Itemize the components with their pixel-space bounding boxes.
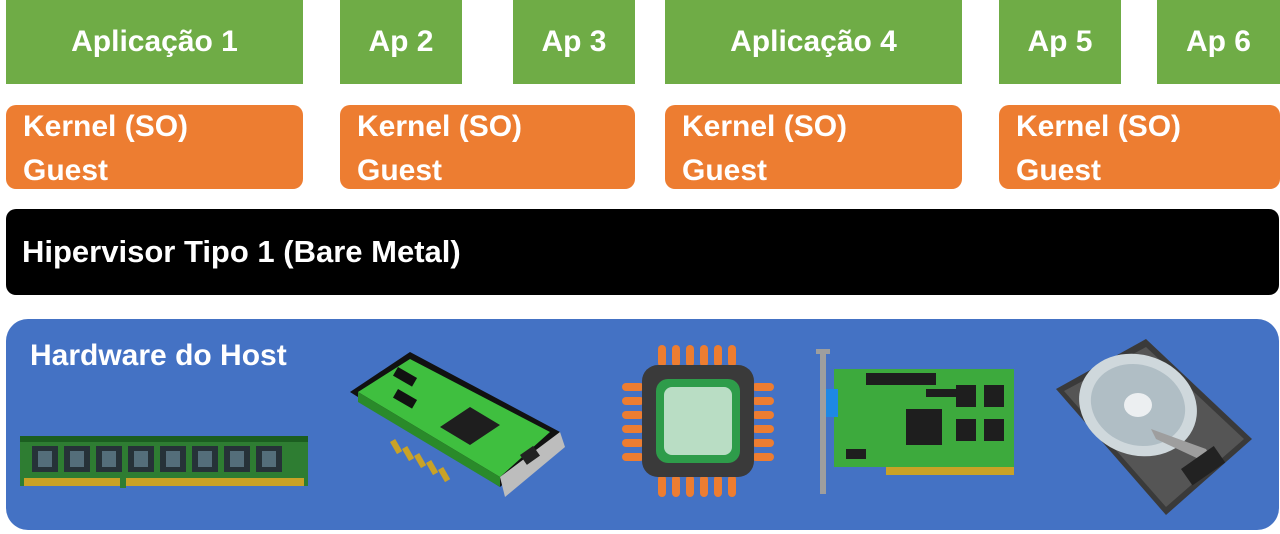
cpu-chip-icon (622, 345, 774, 497)
hard-disk-icon (1056, 339, 1252, 515)
guest-kernel-box-3: Kernel (SO) Guest (665, 105, 962, 189)
hypervisor-label: Hipervisor Tipo 1 (Bare Metal) (22, 234, 461, 269)
application-box-6: Ap 6 (1157, 0, 1280, 84)
guest-label: Guest (682, 154, 768, 187)
expansion-card-icon (816, 349, 1014, 494)
host-hardware-panel: Hardware do Host (6, 319, 1279, 530)
kernel-label: Kernel (SO) (23, 110, 189, 143)
kernel-label: Kernel (SO) (1016, 110, 1182, 143)
application-box-3: Ap 3 (513, 0, 635, 84)
guest-label: Guest (357, 154, 443, 187)
hypervisor-bar: Hipervisor Tipo 1 (Bare Metal) (6, 209, 1279, 295)
guest-label: Guest (1016, 154, 1102, 187)
application-box-1: Aplicação 1 (6, 0, 303, 84)
network-card-icon (350, 352, 565, 497)
application-box-4: Aplicação 4 (665, 0, 962, 84)
application-box-2: Ap 2 (340, 0, 462, 84)
ram-module-icon (20, 436, 308, 488)
guest-kernel-box-2: Kernel (SO) Guest (340, 105, 635, 189)
guest-kernel-box-1: Kernel (SO) Guest (6, 105, 303, 189)
kernel-label: Kernel (SO) (682, 110, 848, 143)
kernel-label: Kernel (SO) (357, 110, 523, 143)
guest-label: Guest (23, 154, 109, 187)
hardware-title: Hardware do Host (30, 339, 287, 372)
guest-kernel-box-4: Kernel (SO) Guest (999, 105, 1280, 189)
application-box-5: Ap 5 (999, 0, 1121, 84)
